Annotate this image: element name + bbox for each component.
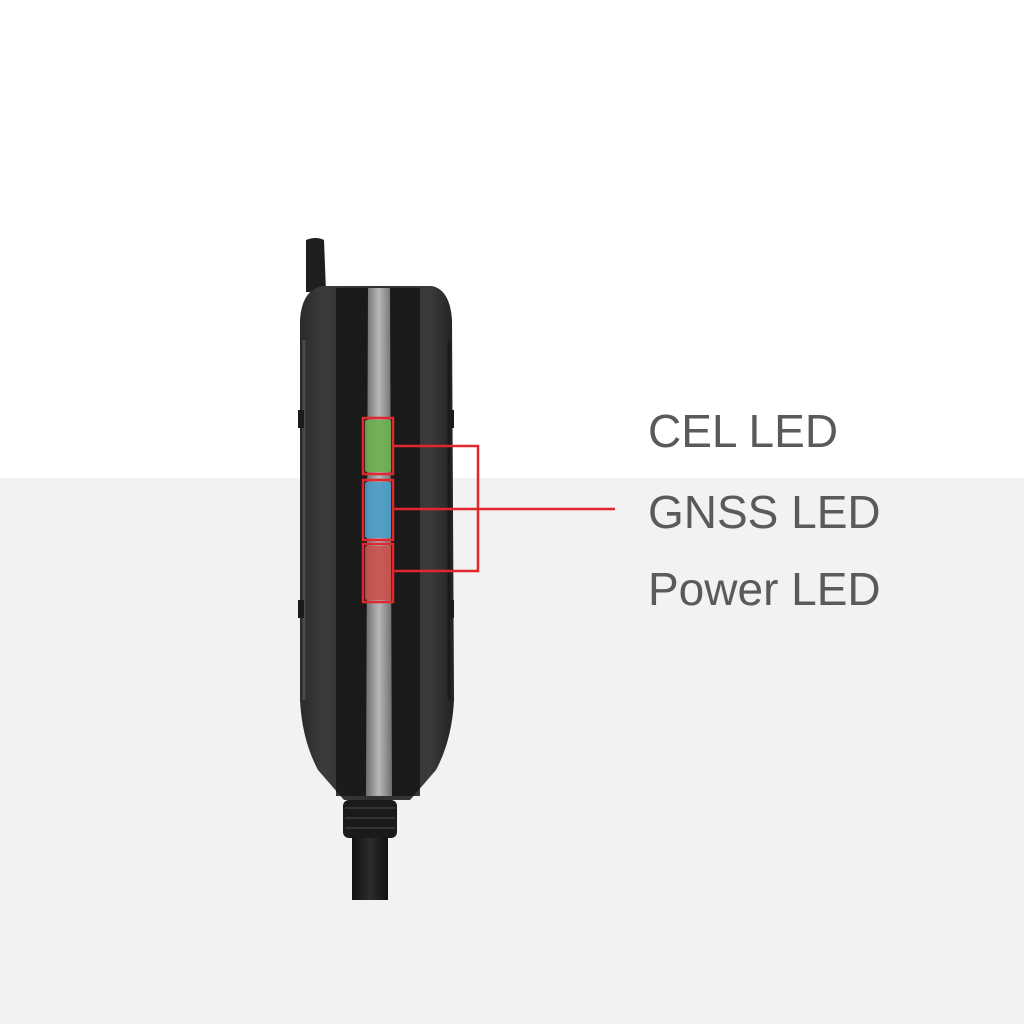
cable bbox=[343, 800, 397, 900]
cel-led-label: CEL LED bbox=[648, 405, 839, 457]
led-indicators bbox=[365, 420, 391, 600]
callout-lines bbox=[361, 416, 615, 604]
cel-led-window bbox=[365, 420, 391, 472]
background-lower-panel bbox=[0, 478, 1024, 1024]
gnss-led-label: GNSS LED bbox=[648, 486, 881, 538]
gnss-led-window bbox=[365, 482, 391, 538]
power-led-label: Power LED bbox=[648, 563, 881, 615]
antenna-stub bbox=[306, 238, 326, 292]
power-led-outline bbox=[361, 542, 395, 604]
power-led-window bbox=[365, 546, 391, 600]
